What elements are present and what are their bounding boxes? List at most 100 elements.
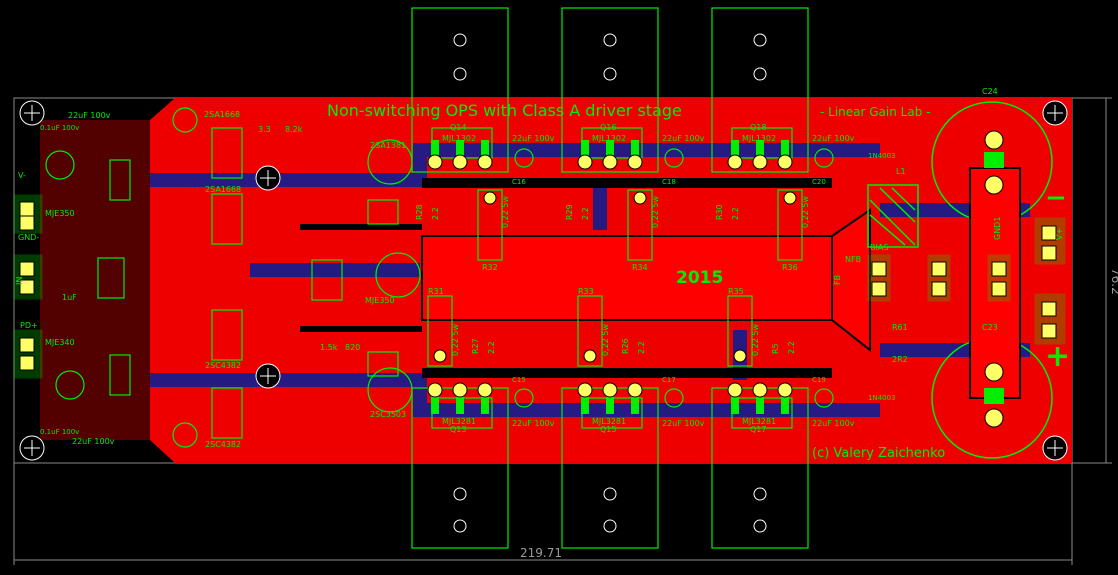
emitter-resistor-value: 0,22 5w	[801, 196, 810, 228]
label-2sc4382: 2SC4382	[205, 361, 241, 370]
mounting-screw-icon	[453, 67, 467, 81]
transistor-lead	[756, 140, 764, 166]
base-resistor-ref: R28	[415, 204, 424, 220]
solder-pad	[602, 382, 618, 398]
emitter-resistor-outline	[577, 295, 603, 367]
connector-pin	[871, 281, 887, 297]
transistor-lead	[581, 140, 589, 166]
transistor-lead	[756, 388, 764, 414]
label-c-top-small: 0.1uF 100v	[40, 124, 79, 132]
solder-pad	[577, 382, 593, 398]
transistor-lead	[581, 388, 589, 414]
solder-pad	[452, 382, 468, 398]
top-transistor-outline	[411, 7, 509, 173]
base-resistor-ref: R30	[715, 204, 724, 220]
label-cap-1uf: 1uF	[62, 293, 77, 302]
connector-pin	[19, 355, 35, 371]
transistor-part-bottom: MJL3281	[742, 417, 776, 426]
connector-label: GND1	[993, 217, 1002, 240]
transistor-ref-top: Q16	[600, 123, 616, 132]
emitter-resistor-value: 0,22 5w	[651, 196, 660, 228]
cap-value-top: 22uF 100v	[512, 134, 555, 143]
label-2sa1668: 2SA1668	[204, 110, 240, 119]
label-c-top: 22uF 100v	[68, 111, 111, 120]
label-nfb: NFB	[845, 255, 861, 264]
emitter-resistor-ref: R35	[728, 287, 744, 296]
decoupling-cap-outline	[664, 148, 684, 168]
base-resistor-value: 2.2	[581, 207, 590, 220]
mounting-holes	[19, 100, 1068, 461]
dimension-lines	[13, 97, 1112, 565]
connector-pads	[13, 194, 1066, 379]
mounting-screw-icon	[753, 67, 767, 81]
solder-pad	[477, 382, 493, 398]
solder-pad	[627, 154, 643, 170]
solder-pad	[452, 154, 468, 170]
transistor-lead	[431, 388, 439, 414]
transistor-lead	[431, 140, 439, 166]
driver-stage-components	[45, 107, 421, 448]
label-r61: R61	[892, 323, 908, 332]
solder-pad	[483, 191, 497, 205]
solder-pad	[633, 191, 647, 205]
connector-label: IN	[15, 277, 24, 285]
top-transistor-outline	[711, 7, 809, 173]
transistor-part-bottom: MJL3281	[442, 417, 476, 426]
year-label: 2015	[676, 268, 723, 288]
label-1-5k: 1.5k	[320, 343, 338, 352]
label-c-bot-small: 0.1uF 100v	[40, 428, 79, 436]
transistor-part-top: MJL1302	[742, 134, 776, 143]
transistor-lead	[606, 388, 614, 414]
emitter-resistor-value: 0,22 5w	[601, 324, 610, 356]
label-2sa1668-b: 2SA1668	[205, 185, 241, 194]
transistor-part-top: MJL1302	[592, 134, 626, 143]
solder-pad	[427, 154, 443, 170]
transistor-lead	[456, 388, 464, 414]
label-pd-plus: PD+	[20, 321, 38, 330]
cap-ref-bottom: C17	[662, 376, 676, 384]
transistor-lead	[731, 140, 739, 166]
label-bias: BIAS	[870, 243, 888, 252]
emitter-resistor-outline	[427, 295, 453, 367]
cap-value-bottom: 22uF 100v	[812, 419, 855, 428]
polarity-minus: −	[1045, 183, 1067, 213]
connector-pin	[1041, 245, 1057, 261]
cap-ref-top: C20	[812, 178, 826, 186]
label-q-upper: MJE350	[45, 209, 75, 218]
connector-label: V+	[1055, 228, 1064, 240]
base-resistor-value: 2.2	[787, 341, 796, 354]
dimension-height: 76.2	[1109, 268, 1118, 295]
dimension-width: 219.71	[520, 546, 562, 560]
solder-pad	[727, 154, 743, 170]
label-l1: L1	[896, 167, 906, 176]
transistor-lead	[781, 140, 789, 166]
mounting-screw-icon	[603, 33, 617, 47]
solder-pad	[777, 382, 793, 398]
solder-pad	[577, 154, 593, 170]
emitter-resistor-ref: R34	[632, 263, 648, 272]
decoupling-cap-outline	[514, 388, 534, 408]
base-resistor-ref: R5	[771, 343, 780, 354]
label-c-bot: 22uF 100v	[72, 437, 115, 446]
solder-pad	[627, 382, 643, 398]
base-resistor-value: 2.2	[487, 341, 496, 354]
connector-pin	[19, 279, 35, 295]
solder-pad	[733, 349, 747, 363]
connector-pin	[931, 281, 947, 297]
base-resistor-value: 2.2	[731, 207, 740, 220]
output-bus	[421, 208, 871, 353]
connector-pin	[19, 261, 35, 277]
solder-pad	[727, 382, 743, 398]
transistor-lead	[631, 388, 639, 414]
transistor-part-top: MJL1302	[442, 134, 476, 143]
cap-ref-bottom: C19	[812, 376, 826, 384]
emitter-resistor-outline	[777, 189, 803, 261]
mounting-screw-icon	[603, 487, 617, 501]
connector-pin	[1041, 225, 1057, 241]
cap-ref-bottom: C15	[512, 376, 526, 384]
label-8-2k: 8.2k	[285, 125, 303, 134]
transistor-lead	[781, 388, 789, 414]
emitter-resistor-value: 0,22 5w	[451, 324, 460, 356]
label-mje350: MJE350	[365, 296, 395, 305]
